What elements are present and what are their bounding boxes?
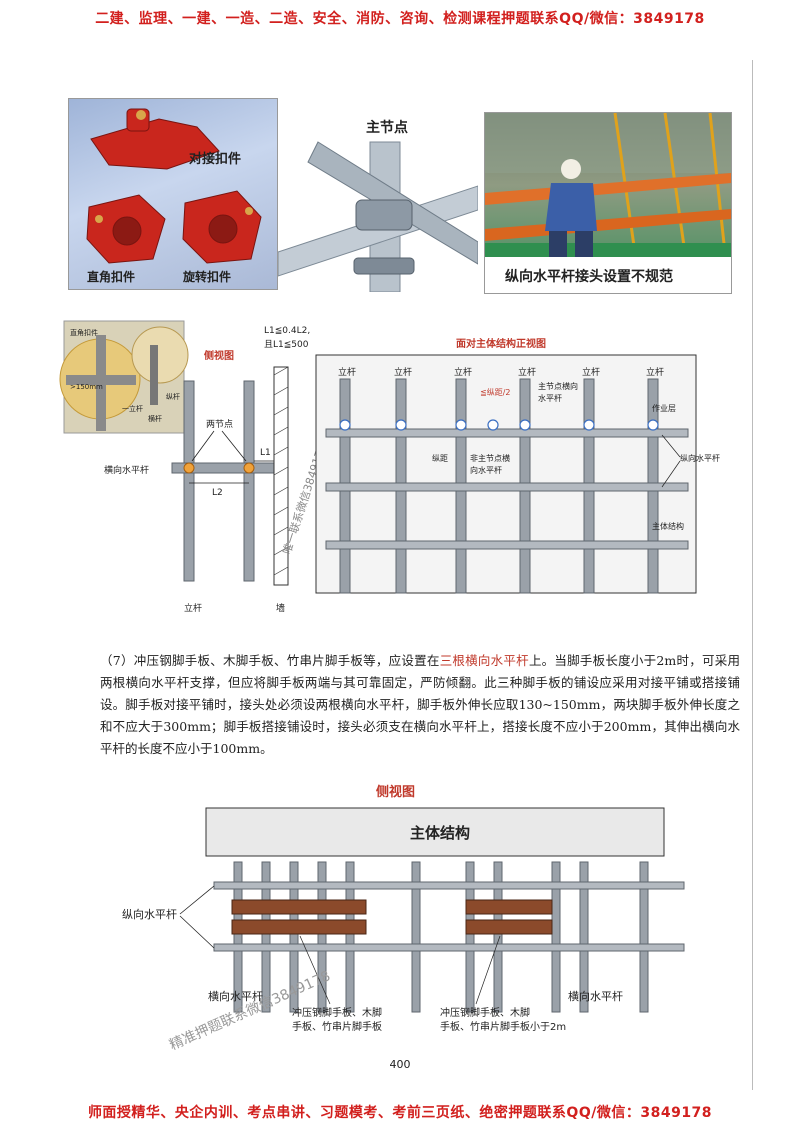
page-number: 400 — [389, 1058, 411, 1071]
front-upright-label-2: 立杆 — [394, 366, 412, 378]
non-main-bar-line-1: 非主节点横 — [470, 453, 510, 463]
page-edge-line — [752, 60, 753, 1090]
diagram2-transverse-right: 横向水平杆 — [568, 989, 623, 1003]
diagram2-main-structure: 主体结构 — [410, 824, 470, 842]
diagram2-longitudinal-bars — [213, 881, 685, 952]
wood-boards-left — [231, 899, 367, 935]
board-label-left-line-2: 手板、竹串片脚手板 — [292, 1020, 382, 1033]
main-node-illustration: 主节点 — [278, 119, 478, 292]
side-view-title: 侧视图 — [204, 349, 234, 362]
front-view-title: 面对主体结构正视图 — [456, 337, 546, 350]
diagram2-uprights — [233, 861, 649, 1013]
working-layer-label: 作业层 — [652, 403, 676, 413]
main-node-bar-line-1: 主节点横向 — [538, 381, 578, 391]
butt-fastener-label: 对接扣件 — [189, 151, 241, 167]
worker-photo-caption: 纵向水平杆接头设置不规范 — [505, 268, 673, 285]
front-longitudinal-label: 纵向水平杆 — [680, 453, 720, 463]
wood-boards-right — [465, 899, 553, 935]
footer-banner: 师面授精华、央企内训、考点串讲、习题模考、考前三页纸、绝密押题联系QQ/微信：3… — [87, 1105, 713, 1121]
paragraph-highlight: 三根横向水平杆 — [439, 653, 529, 668]
board-label-right-line-2: 手板、竹串片脚手板小于2m — [440, 1020, 566, 1033]
diagram2-title: 侧视图 — [376, 784, 415, 800]
non-main-bar-line-2: 向水平杆 — [470, 465, 502, 475]
condition-line-1: L1≦0.4L2, — [264, 326, 310, 336]
front-upright-label-4: 立杆 — [518, 366, 536, 378]
inset-label-distance: >150mm — [70, 383, 103, 391]
inset-label-transverse: 横杆 — [148, 414, 162, 423]
main-node-bar-line-2: 水平杆 — [538, 393, 562, 403]
upright-bottom-label: 立杆 — [184, 602, 202, 614]
spacing-label: 纵距 — [432, 454, 448, 463]
front-longitudinal-bars — [325, 428, 689, 550]
diagram2-transverse-left: 横向水平杆 — [208, 989, 263, 1003]
front-upright-label-1: 立杆 — [338, 366, 356, 378]
header-banner: 二建、监理、一建、一造、二造、安全、消防、咨询、检测课程押题联系QQ/微信：38… — [95, 11, 705, 27]
fasteners-photo: 对接扣件 直角扣件 旋转扣件 — [68, 98, 278, 290]
L1-label: L1 — [260, 448, 271, 458]
paragraph-part-1: （7）冲压钢脚手板、木脚手板、竹串片脚手板等，应设置在 — [100, 653, 440, 668]
main-node-label: 主节点 — [366, 119, 408, 136]
condition-line-2: 且L1≦500 — [264, 339, 309, 350]
front-main-structure-label: 主体结构 — [652, 521, 684, 531]
front-upright-label-5: 立杆 — [582, 366, 600, 378]
board-label-right-line-1: 冲压钢脚手板、木脚 — [440, 1006, 530, 1019]
worker-illustration: 纵向水平杆接头设置不规范 — [485, 113, 731, 293]
wall-label: 墙 — [276, 602, 285, 614]
right-angle-fastener-label: 直角扣件 — [87, 269, 135, 284]
worker-photo: 纵向水平杆接头设置不规范 — [484, 112, 732, 294]
spacing-note: ≦纵距/2 — [480, 388, 511, 397]
scaffold-diagram-2: 侧视图 主体结构 纵向水平杆 横向水平杆 横向水平杆 冲压钢脚手板、木脚 手板、… — [122, 784, 685, 1053]
paragraph-part-2: 上。当脚手板长度小于2m时，可采用两根横向水平杆支撑，但应将脚手板两端与其可靠固… — [100, 653, 740, 756]
transverse-bar-label: 横向水平杆 — [104, 464, 149, 476]
node-inset-photo: 直角扣件 纵杆 一立杆 横杆 >150mm — [59, 320, 189, 434]
front-upright-label-6: 立杆 — [646, 366, 664, 378]
text-paragraph: （7）冲压钢脚手板、木脚手板、竹串片脚手板等，应设置在三根横向水平杆上。当脚手板… — [100, 650, 740, 760]
inset-label-fastener: 直角扣件 — [70, 328, 98, 337]
board-label-left-line-1: 冲压钢脚手板、木脚 — [292, 1006, 382, 1019]
swivel-fastener-label: 旋转扣件 — [182, 269, 231, 284]
diagram2-longitudinal-label: 纵向水平杆 — [122, 907, 177, 921]
inset-label-longitudinal: 纵杆 — [166, 392, 180, 401]
L2-label: L2 — [212, 488, 223, 498]
inset-label-upright: 一立杆 — [122, 404, 143, 413]
main-node-photo: 主节点 — [278, 112, 478, 292]
front-upright-label-3: 立杆 — [454, 366, 472, 378]
fasteners-illustration: 对接扣件 直角扣件 旋转扣件 — [86, 108, 262, 284]
two-nodes-label: 两节点 — [206, 419, 233, 430]
scaffold-diagram-1: 直角扣件 纵杆 一立杆 横杆 >150mm 侧视图 L1≦0.4L2, 且L1≦… — [59, 320, 720, 614]
